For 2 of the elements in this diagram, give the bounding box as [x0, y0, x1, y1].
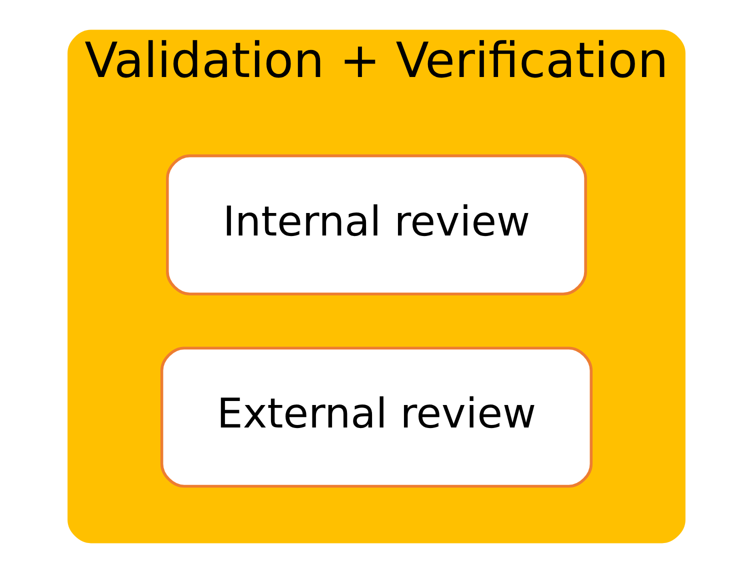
node-box: External review: [160, 346, 592, 488]
node-box: Internal review: [166, 154, 586, 296]
